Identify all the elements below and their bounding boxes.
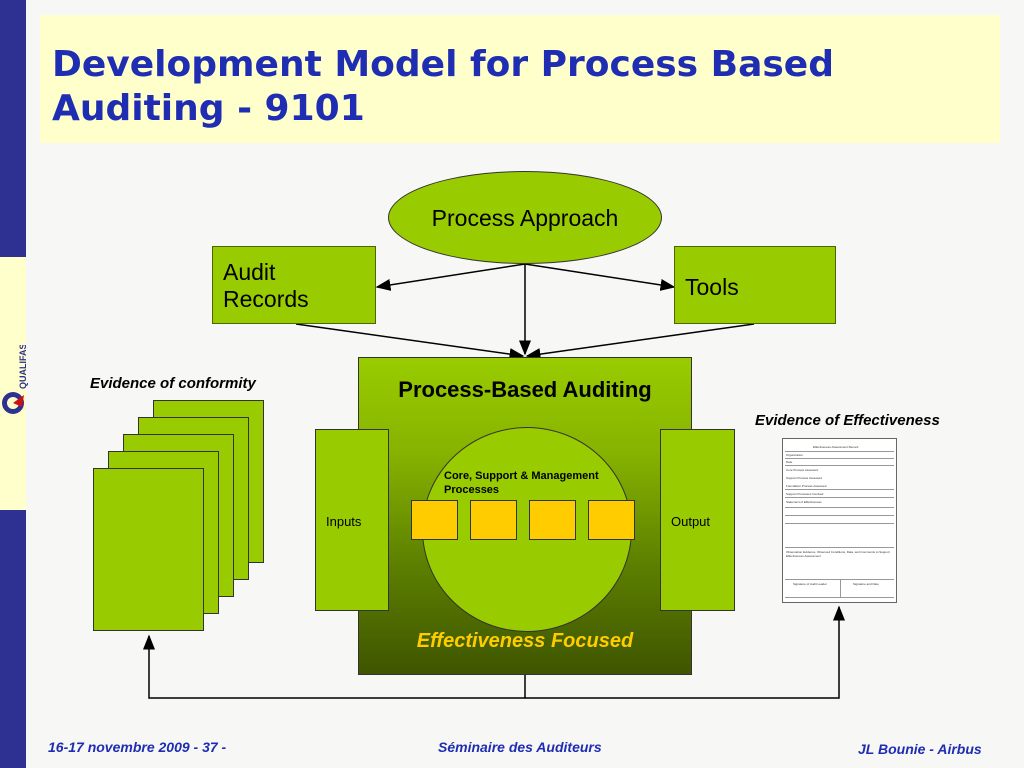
audit-records-box: Audit Records [212,246,376,324]
left-accent-bar-top [0,0,26,257]
inputs-label: Inputs [326,514,362,529]
doc-rule [785,497,894,498]
process-based-auditing-title: Process-Based Auditing [398,377,652,402]
doc-row: Support Processes Involved [786,492,824,496]
qualifas-logo: QUALIFAS [2,345,28,414]
conformity-page-1 [93,468,204,631]
doc-row: Organization [786,453,804,457]
doc-rule [785,547,894,548]
core-processes-label: Core, Support & Management Processes [444,470,599,496]
title-banner: Development Model for Process Based Audi… [40,15,1000,143]
process-approach-ellipse: Process Approach [388,171,662,264]
footer-seminar: Séminaire des Auditeurs [438,739,602,755]
footer-date: 16-17 novembre 2009 - 37 - [48,739,227,755]
doc-rule [785,579,894,580]
doc-row: Observation Evidence, Observed Condition… [786,550,890,558]
doc-rule [785,451,894,452]
evidence-of-effectiveness-caption: Evidence of Effectiveness [755,412,940,429]
process-approach-label: Process Approach [431,205,619,231]
process-step-4 [588,500,635,540]
left-accent-bar-middle [0,257,26,510]
logo-text: QUALIFAS [18,345,28,389]
doc-rule [785,489,894,490]
doc-row: Signature of Audit Leader [793,582,827,586]
process-step-1 [411,500,458,540]
doc-rule [785,507,894,508]
doc-row: Signature and Date [853,582,879,586]
slide-title: Development Model for Process Based Audi… [52,44,834,129]
tools-box: Tools [674,246,836,324]
doc-column-rule [840,579,841,597]
effectiveness-assessment-record: Effectiveness Assessment Record Organiza… [782,438,897,603]
doc-header: Effectiveness Assessment Record [813,445,859,449]
inputs-box: Inputs [315,429,389,611]
doc-row: Foundation Process Assessed [786,484,827,488]
evidence-of-conformity-caption: Evidence of conformity [90,375,256,392]
output-box: Output [660,429,735,611]
doc-rule [785,515,894,516]
left-accent-bar-bottom [0,510,26,768]
process-step-2 [470,500,517,540]
process-step-3 [529,500,576,540]
doc-row: Statement of Effectiveness [786,500,822,504]
output-label: Output [671,514,711,529]
doc-row: Date [786,460,793,464]
doc-rule [785,597,894,598]
doc-row: Core Process Assessed [786,468,818,472]
doc-rule [785,465,894,466]
effectiveness-focused-label: Effectiveness Focused [416,630,634,652]
tools-label: Tools [685,274,739,300]
footer-author: JL Bounie - Airbus [858,741,982,757]
doc-rule [785,523,894,524]
doc-rule [785,458,894,459]
audit-records-label: Audit Records [223,259,309,312]
doc-row: Support Process Assessed [786,476,822,480]
